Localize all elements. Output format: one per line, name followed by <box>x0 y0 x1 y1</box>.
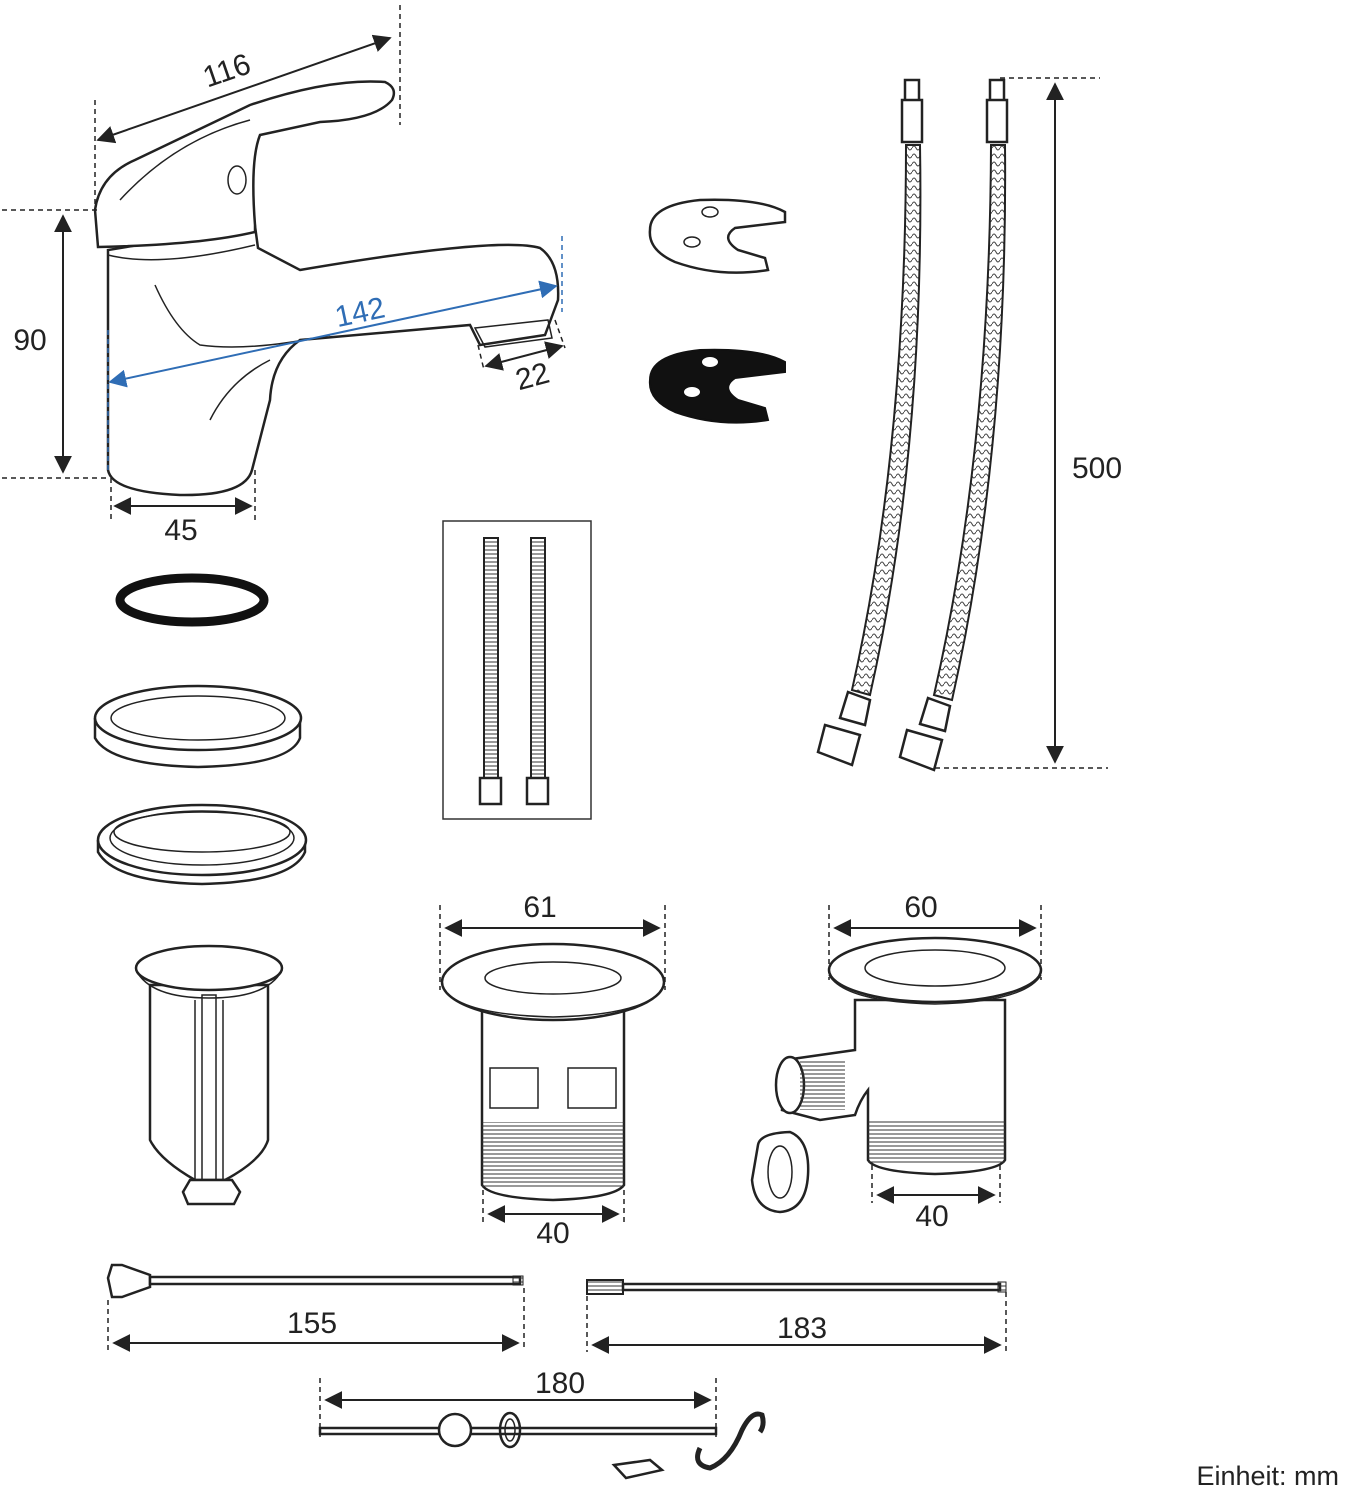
faucet-dimensions <box>2 5 566 520</box>
threaded-studs-box <box>442 520 592 820</box>
overflow-drain-body <box>750 905 1043 1214</box>
lift-rod <box>586 1279 1007 1354</box>
dim-overflow-thread: 40 <box>915 1200 948 1233</box>
gasket-ring-lipped <box>96 803 308 886</box>
dim-lift-rod-length: 183 <box>777 1312 827 1345</box>
dim-pull-rod-length: 155 <box>287 1307 337 1340</box>
faucet-drawing <box>93 80 560 497</box>
o-ring-black <box>115 573 269 627</box>
dim-drain-flange: 61 <box>523 891 556 924</box>
pivot-rod <box>318 1378 766 1480</box>
gasket-ring-flat <box>93 684 303 769</box>
horseshoe-washer-rubber <box>648 348 786 424</box>
pull-rod <box>106 1263 525 1352</box>
dim-overflow-flange: 60 <box>904 891 937 924</box>
dim-hose-length: 500 <box>1072 452 1122 485</box>
pop-up-plug <box>134 944 284 1206</box>
dim-faucet-height: 90 <box>13 324 46 357</box>
flex-hose-right <box>898 78 1009 772</box>
dim-spout-width: 22 <box>512 357 553 398</box>
dim-pivot-rod-length: 180 <box>535 1367 585 1400</box>
hose-dimension <box>935 77 1108 769</box>
drain-body <box>439 905 666 1225</box>
dim-base-diameter: 45 <box>164 514 197 547</box>
horseshoe-washer-metal <box>648 198 787 274</box>
flex-hose-left <box>816 78 924 767</box>
dim-drain-thread: 40 <box>536 1217 569 1250</box>
unit-label: Einheit: mm <box>1196 1461 1339 1491</box>
